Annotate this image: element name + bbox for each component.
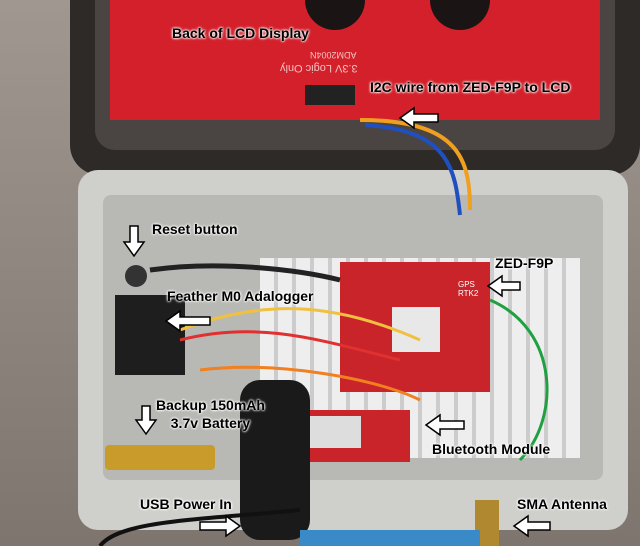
arrow-left-icon — [398, 106, 439, 130]
label-bluetooth: Bluetooth Module — [432, 441, 551, 457]
gnss-module — [392, 307, 440, 352]
label-battery-line1: Backup 150mAh — [156, 397, 265, 413]
label-battery-line2: 3.7v Battery — [170, 415, 251, 431]
label-i2c-wire: I2C wire from ZED-F9P to LCD — [370, 79, 571, 95]
arrow-left-icon — [424, 413, 465, 437]
arrow-right-icon — [199, 514, 242, 538]
lcd-pcb: ADM2004N 3.3V Logic Only — [110, 0, 600, 120]
bluetooth-chip — [306, 416, 361, 448]
lcd-header — [305, 85, 355, 105]
label-battery: Backup 150mAh 3.7v Battery — [156, 397, 265, 431]
arrow-down-icon — [122, 225, 146, 258]
label-usb-power: USB Power In — [140, 496, 232, 512]
label-zed-f9p: ZED-F9P — [495, 255, 554, 271]
battery — [105, 445, 215, 470]
arrow-left-icon — [486, 274, 521, 298]
label-sma-antenna: SMA Antenna — [517, 496, 607, 512]
feather-board — [115, 295, 185, 375]
reset-button — [125, 265, 147, 287]
arrow-left-icon — [512, 514, 551, 538]
bluetooth-board — [300, 410, 410, 462]
label-feather-m0: Feather M0 Adalogger — [167, 288, 314, 304]
pcb-gps-text: GPS RTK2 — [458, 280, 479, 298]
arrow-left-icon — [164, 309, 211, 333]
label-lcd-display: Back of LCD Display — [172, 25, 309, 41]
zed-f9p-board: GPS RTK2 — [340, 262, 490, 392]
arrow-down-icon — [134, 405, 158, 436]
mount-base — [300, 530, 480, 546]
label-reset-button: Reset button — [152, 221, 238, 237]
